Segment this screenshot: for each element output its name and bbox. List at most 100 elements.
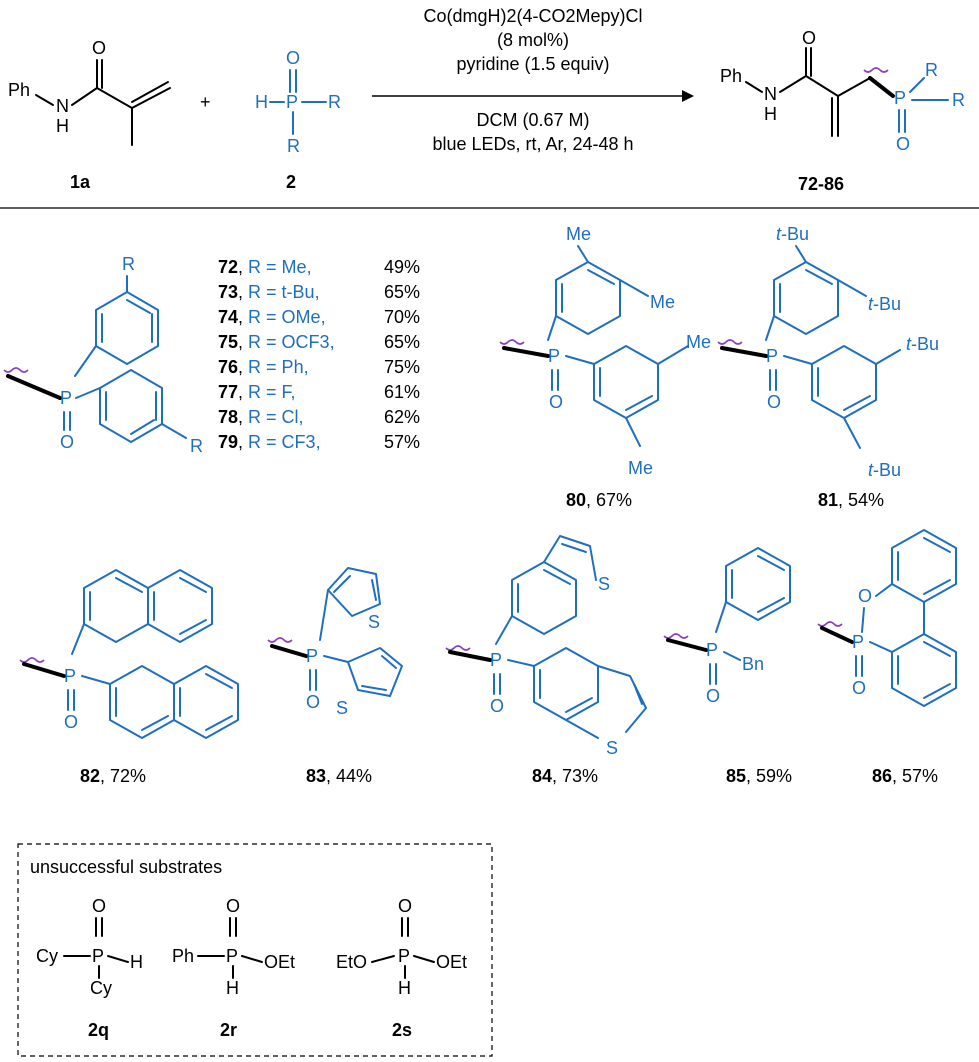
structure-82: P O 82, 72% <box>19 569 239 786</box>
svg-text:2r: 2r <box>220 1020 237 1040</box>
reactant-1a: Ph N H O 1a <box>8 38 171 192</box>
product-81-label: 81, 54% <box>818 490 884 510</box>
atom-n: N <box>56 96 69 116</box>
svg-text:Ph: Ph <box>720 66 742 86</box>
svg-text:O: O <box>306 692 320 712</box>
substrate-2s: O EtO P OEt H 2s <box>336 896 467 1040</box>
structure-85: P O Bn 85, 59% <box>663 547 792 786</box>
condition-solvent: DCM (0.67 M) <box>476 110 589 130</box>
svg-text:O: O <box>549 392 563 412</box>
svg-text:79, R = CF3,: 79, R = CF3, <box>218 432 321 452</box>
substrate-2r: O Ph P OEt H 2r <box>172 896 295 1040</box>
reactant-2: O H P R R 2 <box>255 48 341 192</box>
svg-text:O: O <box>286 48 300 68</box>
svg-text:t-Bu: t-Bu <box>906 334 939 354</box>
reactant-2-label: 2 <box>286 172 296 192</box>
svg-text:2q: 2q <box>88 1020 109 1040</box>
svg-text:O: O <box>490 696 504 716</box>
svg-text:Cy: Cy <box>36 946 58 966</box>
series-row: 79, R = CF3, 57% <box>218 432 420 452</box>
svg-text:N: N <box>764 84 777 104</box>
svg-text:S: S <box>598 574 610 594</box>
svg-text:H: H <box>226 978 239 998</box>
svg-text:P: P <box>226 946 238 966</box>
svg-text:S: S <box>368 612 380 632</box>
svg-text:P: P <box>548 346 560 366</box>
structure-84: S P O S 84, 73% <box>445 535 647 786</box>
condition-base: pyridine (1.5 equiv) <box>456 54 609 74</box>
structure-80: Me Me P O Me Me 80, 67% <box>499 224 711 510</box>
series-row: 76, R = Ph, 75% <box>218 357 420 377</box>
svg-text:S: S <box>606 738 618 758</box>
svg-text:R: R <box>122 254 135 274</box>
product-86-label: 86, 57% <box>872 766 938 786</box>
atom-h: H <box>56 116 69 136</box>
unsuccessful-box: unsuccessful substrates O Cy P H Cy 2q O… <box>17 843 493 1057</box>
condition-catalyst: Co(dmgH)2(4-CO2Mepy)Cl <box>423 6 642 26</box>
svg-text:H: H <box>764 104 777 124</box>
svg-text:74, R = OMe,: 74, R = OMe, <box>218 307 326 327</box>
svg-text:P: P <box>766 346 778 366</box>
svg-text:O: O <box>92 896 106 916</box>
svg-text:2s: 2s <box>392 1020 412 1040</box>
svg-text:R: R <box>287 136 300 156</box>
reaction-arrow: Co(dmgH)2(4-CO2Mepy)Cl (8 mol%) pyridine… <box>372 6 694 154</box>
series-row: 72, R = Me, 49% <box>218 257 420 277</box>
svg-text:R: R <box>952 90 965 110</box>
svg-text:P: P <box>706 640 718 660</box>
product-general: Ph N H O P R R O 72-86 <box>720 28 965 194</box>
svg-text:P: P <box>852 632 864 652</box>
svg-text:P: P <box>60 388 72 408</box>
svg-text:70%: 70% <box>384 307 420 327</box>
svg-text:P: P <box>64 666 76 686</box>
svg-text:H: H <box>255 92 268 112</box>
series-row: 73, R = t-Bu, 65% <box>218 282 420 302</box>
structure-83: S P O S 83, 44% <box>267 567 403 786</box>
product-label: 72-86 <box>798 174 844 194</box>
product-85-label: 85, 59% <box>726 766 792 786</box>
svg-text:O: O <box>802 28 816 48</box>
svg-text:O: O <box>706 686 720 706</box>
svg-text:61%: 61% <box>384 382 420 402</box>
structure-81: t-Bu t-Bu P O t-Bu t-Bu 81, 54% <box>717 224 939 510</box>
plus-sign: + <box>200 92 211 112</box>
svg-text:P: P <box>894 88 906 108</box>
svg-text:P: P <box>92 946 104 966</box>
svg-text:R: R <box>925 60 938 80</box>
product-84-label: 84, 73% <box>532 766 598 786</box>
svg-text:57%: 57% <box>384 432 420 452</box>
svg-text:OEt: OEt <box>436 952 467 972</box>
svg-text:Me: Me <box>686 332 711 352</box>
svg-text:O: O <box>858 586 872 606</box>
svg-text:O: O <box>64 712 78 732</box>
tbu-label: t-Bu <box>776 224 809 244</box>
svg-text:P: P <box>306 646 318 666</box>
svg-text:65%: 65% <box>384 282 420 302</box>
product-80-label: 80, 67% <box>566 490 632 510</box>
svg-text:Me: Me <box>650 292 675 312</box>
series-row: 78, R = Cl, 62% <box>218 407 420 427</box>
svg-text:Me: Me <box>628 458 653 478</box>
svg-text:75, R = OCF3,: 75, R = OCF3, <box>218 332 335 352</box>
svg-text:t-Bu: t-Bu <box>868 294 901 314</box>
svg-text:Me: Me <box>566 224 591 244</box>
svg-text:62%: 62% <box>384 407 420 427</box>
svg-text:65%: 65% <box>384 332 420 352</box>
atom-ph: Ph <box>8 80 30 100</box>
series-row: 77, R = F, 61% <box>218 382 420 402</box>
svg-text:H: H <box>130 952 143 972</box>
svg-text:R: R <box>328 92 341 112</box>
svg-text:t-Bu: t-Bu <box>868 460 901 480</box>
svg-text:Cy: Cy <box>90 978 112 998</box>
svg-text:76, R = Ph,: 76, R = Ph, <box>218 357 309 377</box>
svg-text:S: S <box>336 698 348 718</box>
svg-text:OEt: OEt <box>264 952 295 972</box>
series-row: 75, R = OCF3, 65% <box>218 332 420 352</box>
svg-text:O: O <box>60 432 74 452</box>
svg-text:O: O <box>767 392 781 412</box>
substrate-2q: O Cy P H Cy 2q <box>36 896 143 1040</box>
structure-86: O P O 86, 57% <box>817 529 957 786</box>
svg-text:O: O <box>896 134 910 154</box>
structure-72-79: R P O R <box>3 254 203 456</box>
